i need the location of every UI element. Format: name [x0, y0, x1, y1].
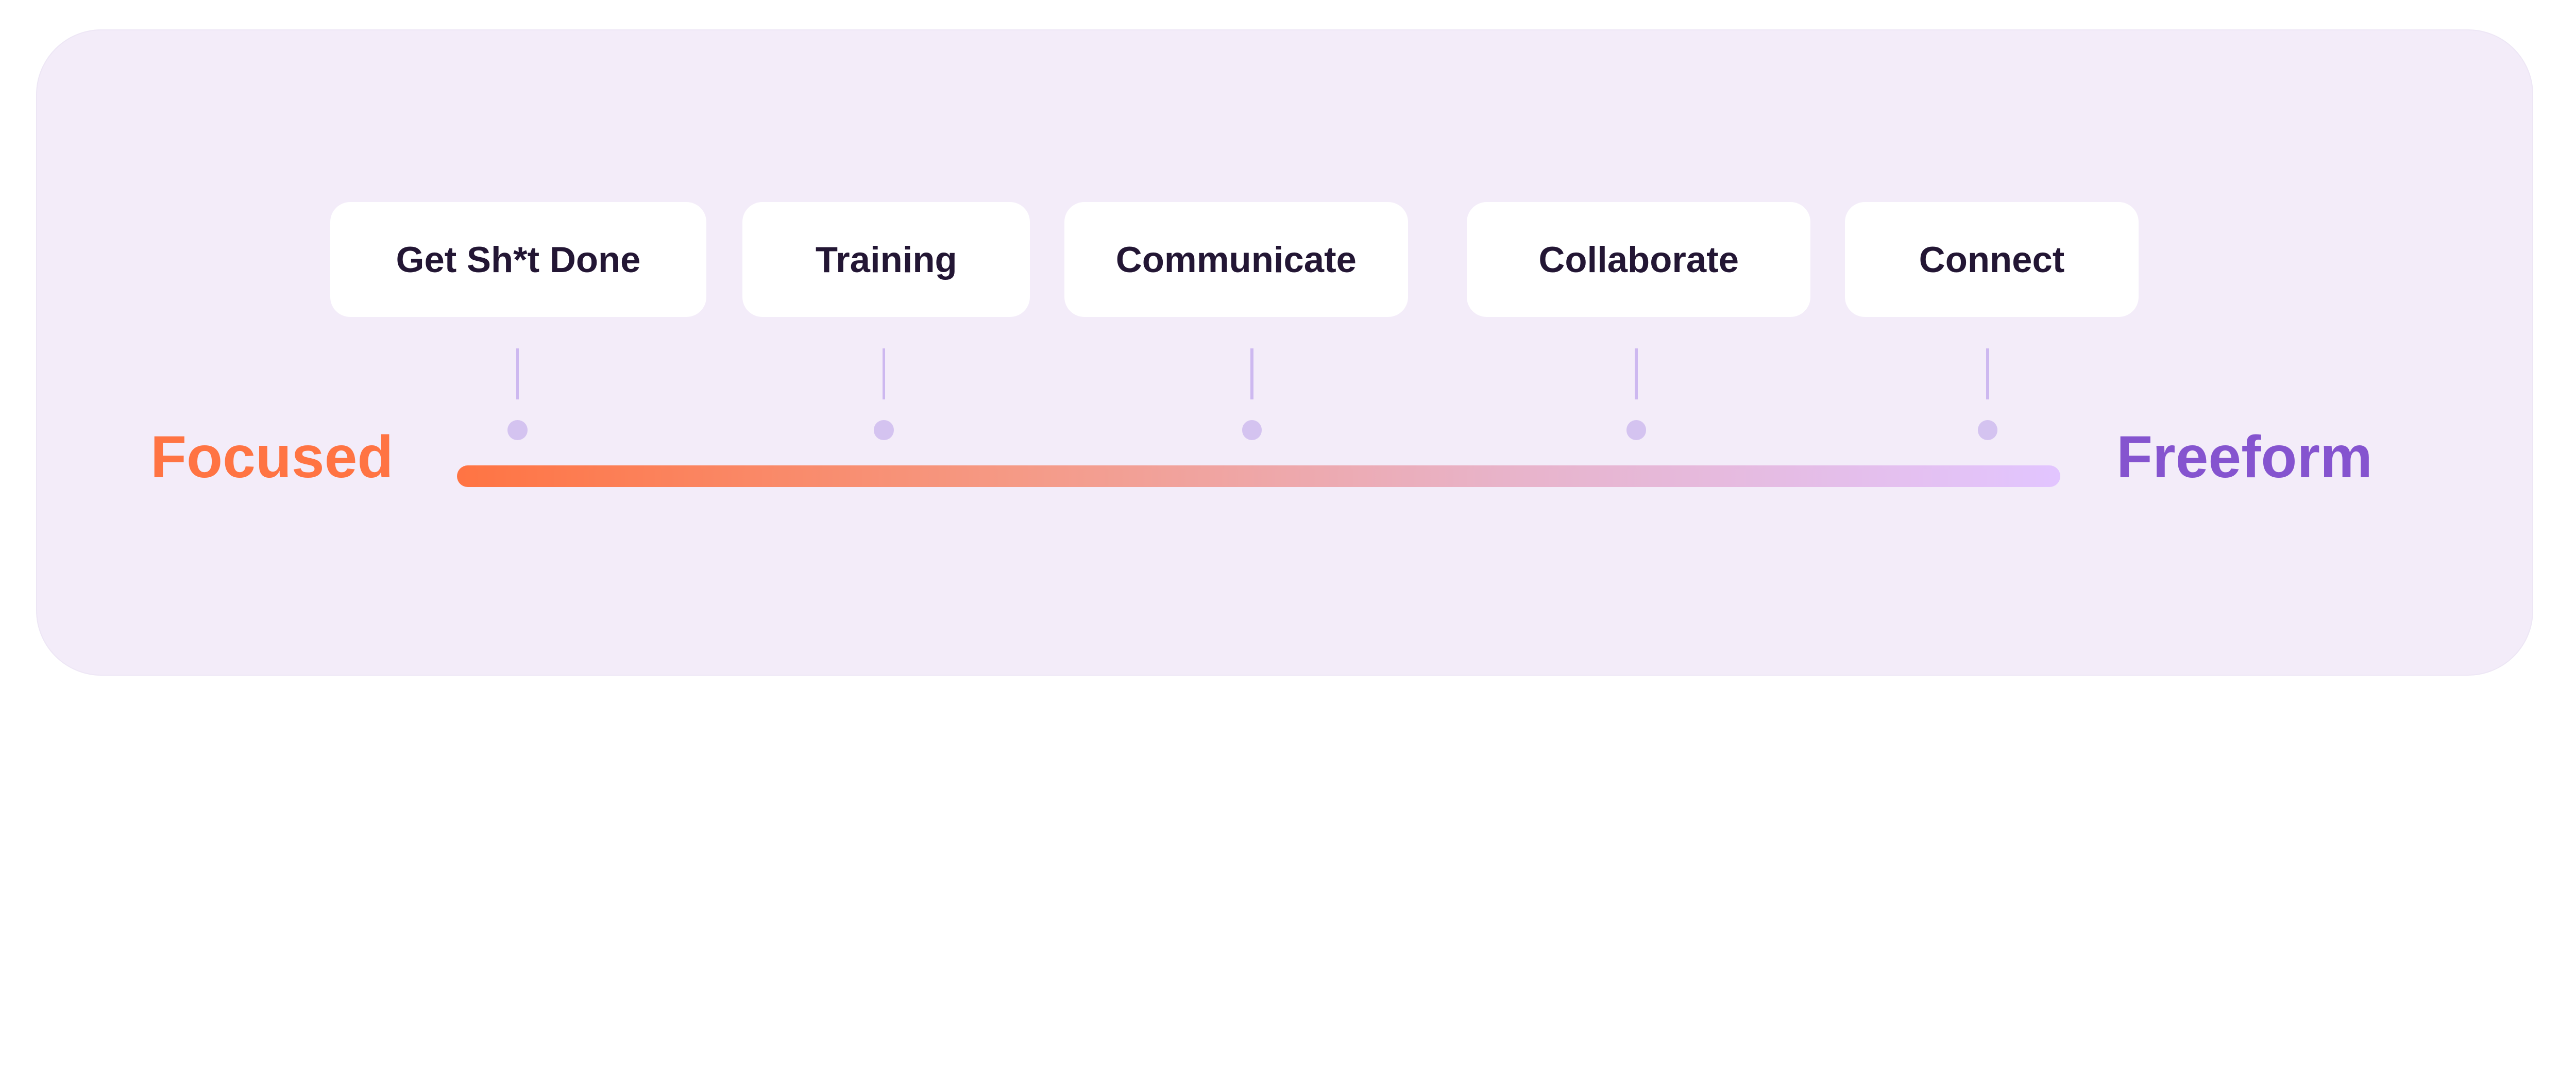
category-collaborate: Collaborate	[1467, 202, 1810, 317]
category-get-done: Get Sh*t Done	[330, 202, 707, 317]
connector-line	[882, 348, 885, 399]
marker-dot	[507, 420, 528, 440]
gradient-spectrum-bar	[456, 465, 2060, 488]
focused-label: Focused	[150, 424, 394, 490]
marker-dot	[1626, 420, 1647, 440]
spectrum-panel	[36, 29, 2533, 676]
category-training: Training	[742, 202, 1030, 317]
connector-line	[1986, 348, 1989, 399]
category-connect: Connect	[1844, 202, 2139, 317]
connector-line	[1635, 348, 1638, 399]
marker-dot	[1242, 420, 1262, 440]
freeform-label: Freeform	[2116, 424, 2372, 490]
marker-dot	[1977, 420, 1998, 440]
marker-dot	[874, 420, 894, 440]
connector-line	[516, 348, 519, 399]
category-communicate: Communicate	[1064, 202, 1408, 317]
connector-line	[1250, 348, 1253, 399]
